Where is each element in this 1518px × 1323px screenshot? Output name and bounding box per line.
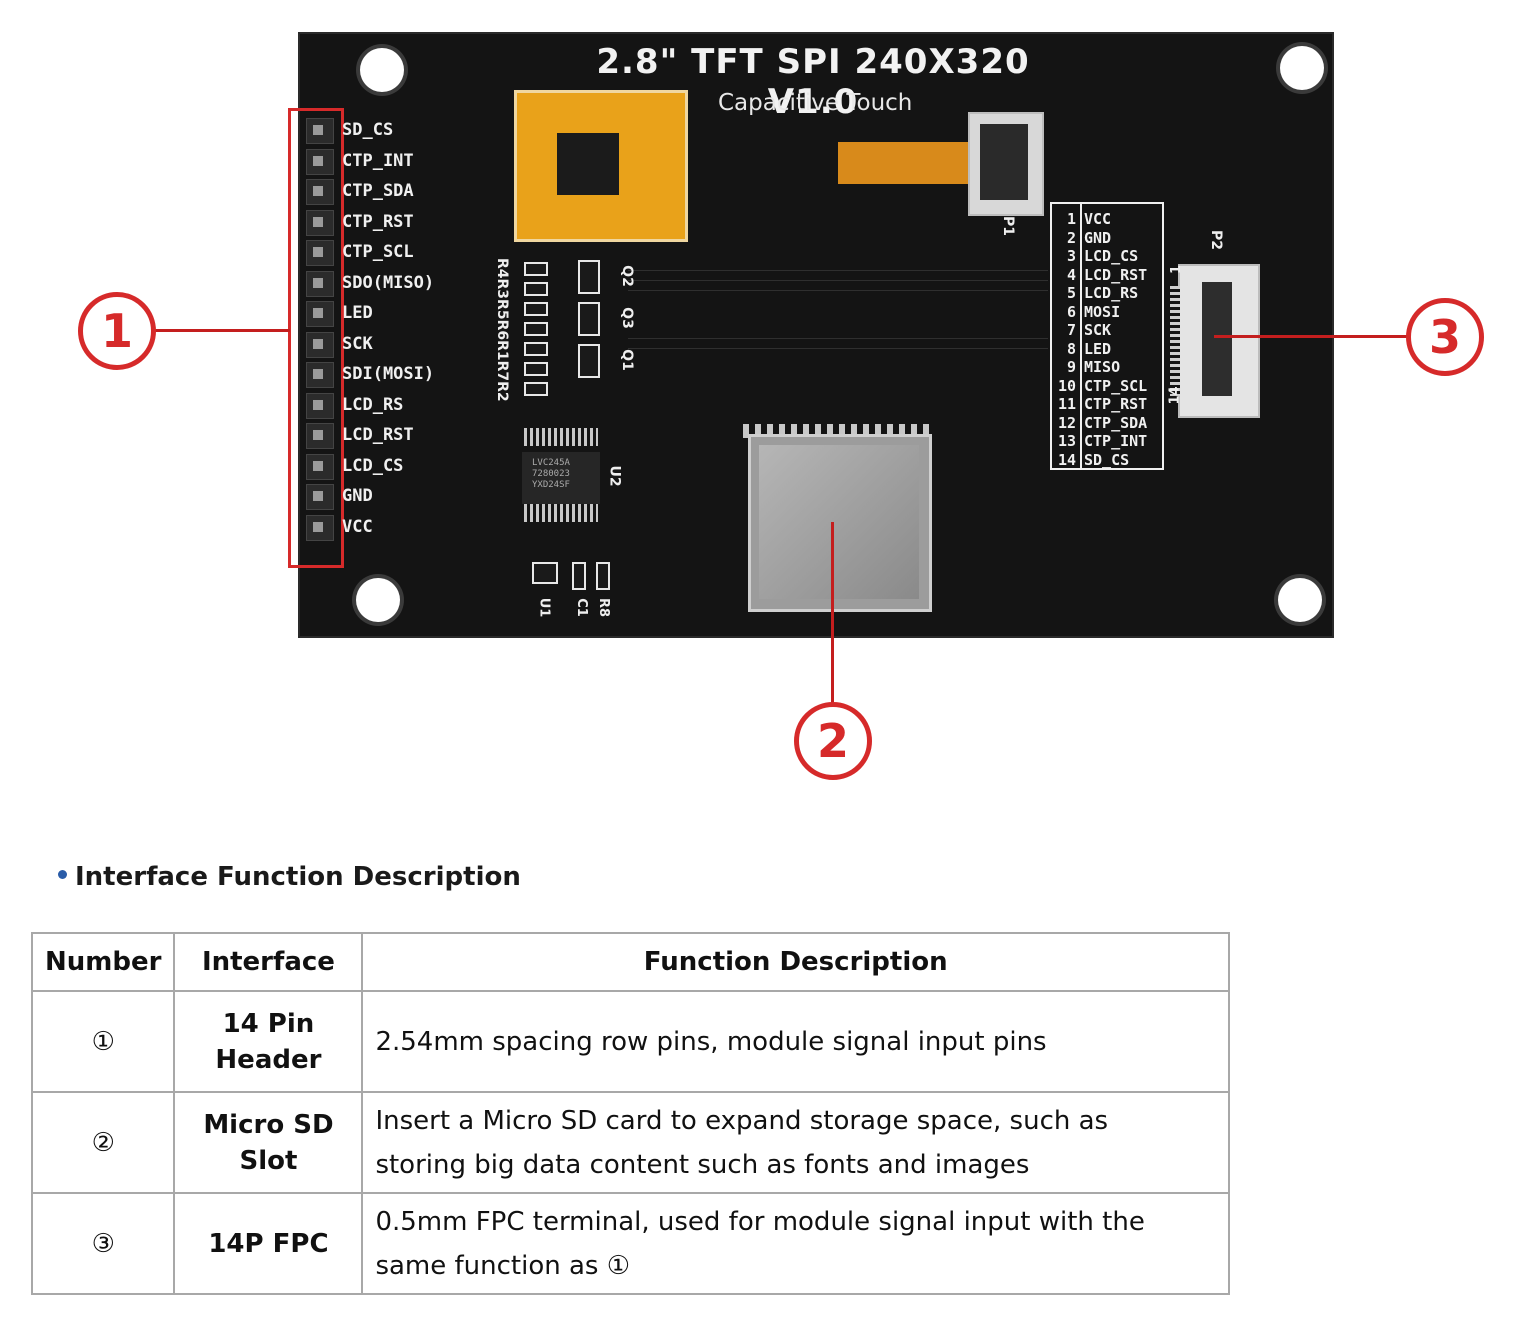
header-pin — [306, 484, 334, 510]
row-number: ① — [30, 990, 176, 1093]
label-q3: Q3 — [618, 307, 635, 329]
table-row: ③ 14P FPC 0.5mm FPC terminal, used for m… — [30, 1192, 1230, 1295]
header-pin — [306, 331, 334, 358]
interface-table: Number Interface Function Description ① … — [30, 932, 1230, 1295]
header-pin-label: CTP_INT — [342, 150, 414, 171]
mounting-hole — [356, 578, 400, 622]
label-fpc-pin1: 1 — [1169, 264, 1185, 275]
header-pin — [306, 392, 334, 419]
bullet-icon — [58, 870, 67, 879]
flex-cable — [838, 142, 972, 184]
header-pin — [306, 301, 334, 327]
label-q2: Q2 — [618, 265, 635, 287]
header-pin — [306, 514, 334, 541]
section-heading: Interface Function Description — [58, 862, 521, 892]
label-p2: P2 — [1208, 229, 1225, 251]
label-fpc-pin14: 14 — [1167, 386, 1183, 405]
label-u2: U2 — [606, 465, 623, 487]
mounting-hole — [360, 48, 404, 92]
row-description: Insert a Micro SD card to expand storage… — [361, 1091, 1230, 1194]
header-pin — [306, 118, 334, 144]
header-pin-label: CTP_SDA — [342, 181, 414, 201]
row-interface: 14 Pin Header — [173, 990, 364, 1093]
header-pin-label: LCD_CS — [342, 455, 404, 476]
header-pin-label: SCK — [342, 333, 373, 354]
row-description: 0.5mm FPC terminal, used for module sign… — [361, 1192, 1230, 1295]
row-number: ② — [30, 1091, 176, 1194]
header-pin-label: VCC — [342, 516, 373, 537]
row-description: 2.54mm spacing row pins, module signal i… — [361, 990, 1230, 1093]
board-subtitle: Capacitive Touch — [718, 90, 913, 116]
label-r8: R8 — [596, 597, 612, 618]
mounting-hole — [1280, 46, 1324, 90]
table-row: ① 14 Pin Header 2.54mm spacing row pins,… — [30, 990, 1230, 1093]
micro-sd-slot — [748, 434, 932, 612]
pcb-figure: 2.8" TFT SPI 240X320 V1.0 Capacitive Tou… — [78, 32, 1484, 780]
pin-header-highlight — [288, 108, 344, 568]
callout-1: 1 — [78, 292, 156, 370]
board-title: 2.8" TFT SPI 240X320 V1.0 — [596, 42, 1030, 122]
header-pin — [306, 240, 334, 266]
pcb-board: 2.8" TFT SPI 240X320 V1.0 Capacitive Tou… — [288, 32, 1334, 638]
header-pin-label: LCD_RST — [342, 425, 414, 445]
header-pin — [306, 270, 334, 297]
mounting-hole — [1278, 578, 1322, 622]
label-c1: C1 — [573, 598, 589, 617]
header-pin-label: CTP_SCL — [342, 242, 414, 262]
fpc-connector-p2 — [1170, 264, 1260, 418]
label-resistors: R4R3R5R6R1R7R2 — [494, 258, 510, 402]
header-pin — [306, 148, 334, 175]
row-interface: 14P FPC — [173, 1192, 364, 1295]
label-u1: U1 — [536, 597, 552, 618]
touch-controller-chip — [557, 133, 619, 195]
header-pin-label: SDO(MISO) — [342, 272, 435, 293]
row-interface: Micro SD Slot — [173, 1091, 364, 1194]
table-row: ② Micro SD Slot Insert a Micro SD card t… — [30, 1091, 1230, 1194]
label-q1: Q1 — [618, 349, 635, 371]
buffer-ic-u2: LVC245A 7280023 YXD24SF — [522, 452, 600, 504]
row-number: ③ — [30, 1192, 176, 1295]
callout-3: 3 — [1406, 298, 1484, 376]
header-pin-label: LCD_RS — [342, 394, 404, 415]
header-pin-label: CTP_RST — [342, 211, 414, 232]
header-pin-label: LED — [342, 303, 373, 323]
header-pin-label: SDI(MOSI) — [342, 364, 435, 384]
header-number: Number — [30, 932, 176, 992]
header-pin — [306, 362, 334, 388]
header-pin-label: GND — [342, 486, 373, 506]
label-p1: P1 — [1000, 215, 1017, 237]
header-description: Function Description — [361, 932, 1230, 992]
touch-controller-window — [514, 90, 688, 242]
header-interface: Interface — [173, 932, 364, 992]
fpc-connector-p1 — [968, 112, 1044, 216]
table-header-row: Number Interface Function Description — [30, 932, 1230, 992]
header-pin — [306, 179, 334, 205]
header-pin-label: SD_CS — [342, 120, 394, 140]
callout-2: 2 — [794, 702, 872, 780]
header-pin — [306, 209, 334, 236]
header-pin — [306, 423, 334, 449]
header-pin — [306, 453, 334, 480]
